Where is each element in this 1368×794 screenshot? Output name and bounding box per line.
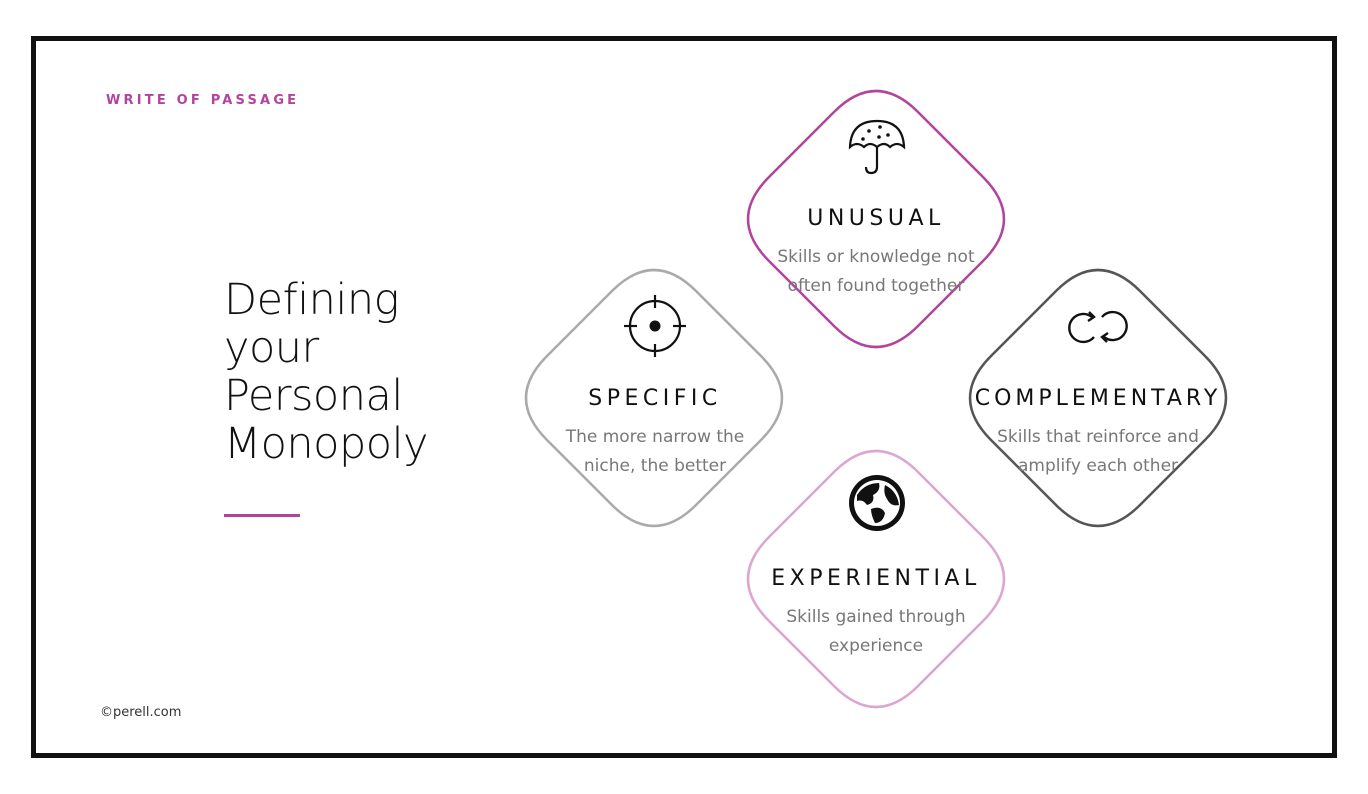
card-unusual: UNUSUAL Skills or knowledge not often fo… xyxy=(766,206,986,301)
title-line: Monopoly xyxy=(224,419,428,469)
globe-icon xyxy=(849,475,905,531)
title-line: Defining xyxy=(224,275,399,325)
card-description-line: amplify each other xyxy=(1017,456,1179,476)
loop-arrows-icon xyxy=(1068,310,1128,344)
card-label: COMPLEMENTARY xyxy=(974,386,1222,411)
umbrella-icon xyxy=(848,119,906,175)
card-description-line: niche, the better xyxy=(583,456,727,476)
brand-label: WRITE OF PASSAGE xyxy=(106,93,300,108)
card-description-line: Skills or knowledge not xyxy=(777,247,975,267)
unusual-diamond xyxy=(746,89,1006,349)
card-description: The more narrow the niche, the better xyxy=(545,423,765,481)
card-label: UNUSUAL xyxy=(807,206,945,231)
card-description-line: experience xyxy=(828,636,924,656)
title-line: your xyxy=(224,323,319,373)
card-description-line: The more narrow the xyxy=(565,427,745,447)
card-description: Skills gained through experience xyxy=(756,603,996,661)
slide-frame xyxy=(31,36,1337,758)
card-description-line: Skills gained through xyxy=(786,607,966,627)
card-description-line: often found together xyxy=(787,276,965,296)
experiential-diamond xyxy=(746,449,1006,709)
specific-diamond xyxy=(524,268,784,528)
card-specific: SPECIFIC The more narrow the niche, the … xyxy=(545,386,765,481)
card-label: SPECIFIC xyxy=(588,386,722,411)
card-description: Skills that reinforce and amplify each o… xyxy=(948,423,1248,481)
card-description: Skills or knowledge not often found toge… xyxy=(766,243,986,301)
copyright-footer: ©perell.com xyxy=(100,705,182,720)
card-label: EXPERIENTIAL xyxy=(771,566,981,591)
title-underline xyxy=(224,514,300,517)
card-complementary: COMPLEMENTARY Skills that reinforce and … xyxy=(948,386,1248,481)
title-line: Personal xyxy=(224,371,403,421)
card-experiential: EXPERIENTIAL Skills gained through exper… xyxy=(756,566,996,661)
card-description-line: Skills that reinforce and xyxy=(997,427,1199,447)
slide-title: Defining your Personal Monopoly xyxy=(224,276,484,468)
complementary-diamond xyxy=(968,268,1228,528)
crosshair-icon xyxy=(624,295,686,357)
